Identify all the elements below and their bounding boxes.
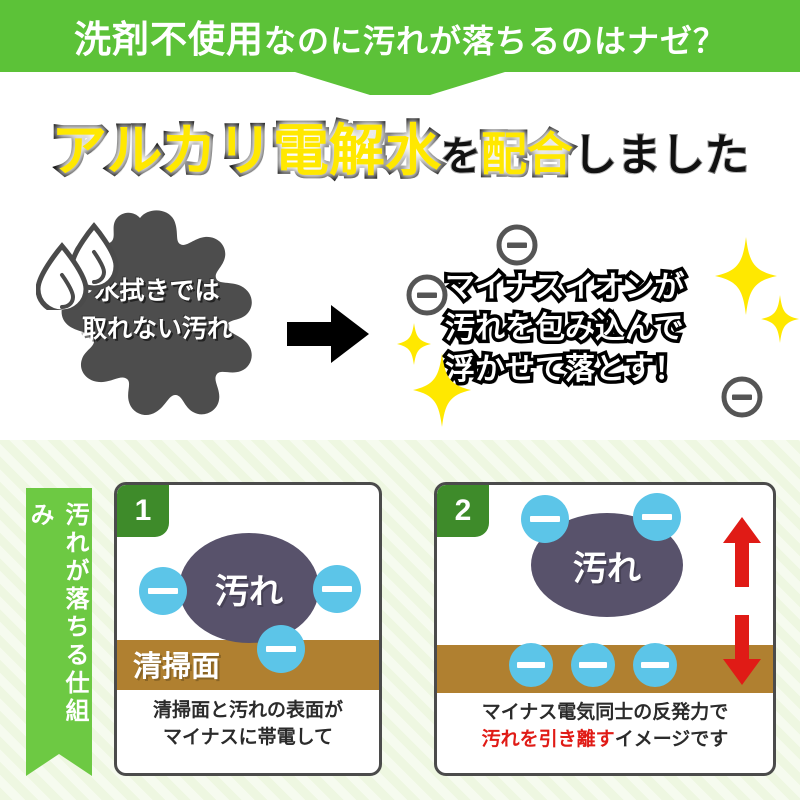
step-number-badge: 2 [437, 485, 489, 537]
dirt-blob: 水拭きでは 取れない汚れ [22, 210, 292, 425]
step-card-1: 1 清掃面 汚れ 清掃面と汚れの表面が マイナスに帯電して [114, 482, 382, 776]
minus-circle-icon [721, 376, 763, 418]
step-caption: マイナス電気同士の反発力で 汚れを引き離すイメージです [437, 699, 773, 753]
minus-circle-icon [257, 625, 305, 673]
step-number-badge: 1 [117, 485, 169, 537]
right-arrow-icon [287, 305, 369, 363]
step-caption: 清掃面と汚れの表面が マイナスに帯電して [117, 697, 379, 751]
soil-ellipse: 汚れ [179, 533, 319, 643]
water-drop-icon [36, 222, 119, 310]
dirt-blob-label: 水拭きでは 取れない汚れ [22, 272, 292, 348]
headline-particle-wo: を [440, 134, 482, 180]
header-banner-text: 洗剤不使用なのに汚れが落ちるのはナゼ？ [0, 20, 800, 61]
page-title: アルカリ電解水を配合しました [0, 116, 800, 188]
step-caption-line2: 汚れを引き離すイメージです [437, 726, 773, 753]
minus-circle-icon [313, 565, 361, 613]
sparkle-icon [761, 295, 799, 343]
minus-circle-icon [406, 274, 448, 316]
headline-part-blended: 配合 [478, 125, 576, 183]
mechanism-ribbon [26, 488, 92, 776]
dirt-blob-line1: 水拭きでは [94, 277, 220, 305]
ion-line-3: 浮かせて落とす！ [442, 350, 688, 390]
sparkle-icon [397, 323, 431, 365]
headline-part-shimashita: しました [572, 130, 750, 181]
minus-circle-icon [509, 643, 553, 687]
minus-circle-icon [139, 567, 187, 615]
up-down-arrow-icon [723, 517, 761, 685]
ion-line-1: マイナスイオンが [442, 268, 688, 308]
minus-circle-icon [633, 643, 677, 687]
mechanism-section: 汚れが落ちる仕組み 1 清掃面 汚れ 清掃面と汚れの表面が マイナスに帯電して … [0, 440, 800, 800]
minus-circle-icon [571, 643, 615, 687]
ion-description: マイナスイオンが 汚れを包み込んで 浮かせて落とす！ [442, 267, 755, 390]
sparkle-icon [413, 353, 471, 427]
step-caption-line1: 清掃面と汚れの表面が [152, 700, 343, 721]
step-caption-line2: マイナスに帯電して [162, 727, 334, 748]
cleaning-surface-label: 清掃面 [133, 651, 221, 683]
top-diagram: 水拭きでは 取れない汚れ マイナスイオンが 汚れを包み込んで 浮かせて落とす！ [0, 205, 800, 435]
ion-line-2: 汚れを包み込んで [442, 309, 688, 349]
header-banner-rest: なのに汚れが落ちるのはナゼ？ [263, 23, 726, 59]
step-card-2: 2 汚れ マイナス電気同士の反発力で 汚れを引き離すイメージです [434, 482, 776, 776]
minus-circle-icon [496, 224, 538, 266]
minus-circle-icon [633, 493, 681, 541]
minus-circle-icon [521, 495, 569, 543]
header-banner-lead: 洗剤不使用 [73, 19, 264, 60]
headline-part-alkaline-water: アルカリ電解水 [48, 116, 445, 185]
ion-block: マイナスイオンが 汚れを包み込んで 浮かせて落とす！ [395, 205, 799, 435]
mechanism-ribbon-label: 汚れが落ちる仕組み [26, 502, 88, 726]
step-caption-rest: イメージです [614, 729, 729, 750]
cleaning-surface-band [117, 640, 379, 690]
step-caption-highlight: 汚れを引き離す [481, 729, 615, 750]
dirt-blob-line2: 取れない汚れ [81, 315, 232, 343]
sparkle-icon [715, 237, 777, 315]
step-caption-line1: マイナス電気同士の反発力で [481, 702, 729, 723]
